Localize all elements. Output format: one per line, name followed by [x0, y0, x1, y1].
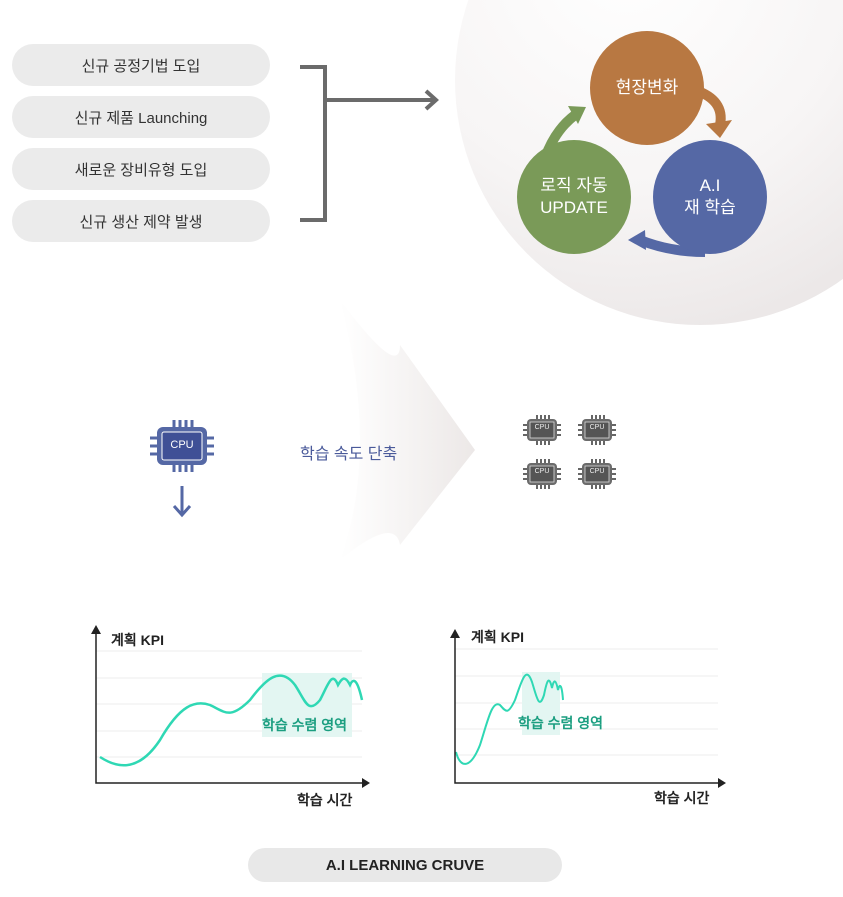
- cpu-icon: CPU: [578, 415, 616, 445]
- x-axis-arrow-icon: [718, 778, 726, 788]
- x-axis-label: 학습 시간: [654, 790, 710, 806]
- cpu-label: CPU: [170, 439, 194, 451]
- cpu-label: CPU: [589, 468, 605, 475]
- x-axis-arrow-icon: [362, 778, 370, 788]
- cpu-icon: CPU: [578, 459, 616, 489]
- y-axis-arrow-icon: [91, 625, 101, 634]
- convergence-label: 학습 수렴 영역: [518, 715, 604, 731]
- arrow-down-icon: [172, 486, 192, 518]
- x-axis-label: 학습 시간: [297, 792, 353, 808]
- convergence-label: 학습 수렴 영역: [262, 717, 348, 733]
- learning-curve-chart-1: [91, 625, 370, 788]
- field-change-circle: 현장변화: [590, 31, 704, 145]
- ai-retrain-label-1: A.I: [699, 176, 721, 195]
- learning-curve-chart-2: [450, 629, 726, 788]
- learning-curve: [455, 673, 564, 765]
- cpu-label: CPU: [534, 468, 550, 475]
- big-arrow-shape: [340, 300, 475, 560]
- speed-caption: 학습 속도 단축: [300, 446, 398, 463]
- y-axis: [95, 632, 364, 784]
- footer-title-pill: A.I LEARNING CRUVE: [248, 848, 562, 882]
- bracket-arrow-icon: [300, 65, 439, 222]
- y-axis-label: 계획 KPI: [111, 632, 164, 648]
- logic-update-label-2: UPDATE: [540, 198, 608, 217]
- trigger-pill: 신규 공정기법 도입: [12, 44, 270, 86]
- field-change-label: 현장변화: [615, 78, 679, 97]
- footer-title: A.I LEARNING CRUVE: [325, 856, 485, 874]
- logic-update-circle: 로직 자동 UPDATE: [517, 140, 631, 254]
- trigger-pill: 신규 제품 Launching: [12, 96, 270, 138]
- cpu-label: CPU: [589, 424, 605, 431]
- cpu-icon: CPU: [150, 420, 214, 472]
- logic-update-label-1: 로직 자동: [540, 176, 608, 195]
- cpu-icon: CPU: [523, 459, 561, 489]
- y-axis: [454, 636, 720, 784]
- y-axis-arrow-icon: [450, 629, 460, 638]
- trigger-pill: 신규 생산 제약 발생: [12, 200, 270, 242]
- learning-curve: [99, 674, 364, 767]
- cpu-label: CPU: [534, 424, 550, 431]
- trigger-pill: 새로운 장비유형 도입: [12, 148, 270, 190]
- cpu-icon: CPU: [523, 415, 561, 445]
- ai-retrain-circle: A.I 재 학습: [653, 140, 767, 254]
- y-axis-label: 계획 KPI: [471, 629, 524, 645]
- ai-retrain-label-2: 재 학습: [684, 198, 736, 217]
